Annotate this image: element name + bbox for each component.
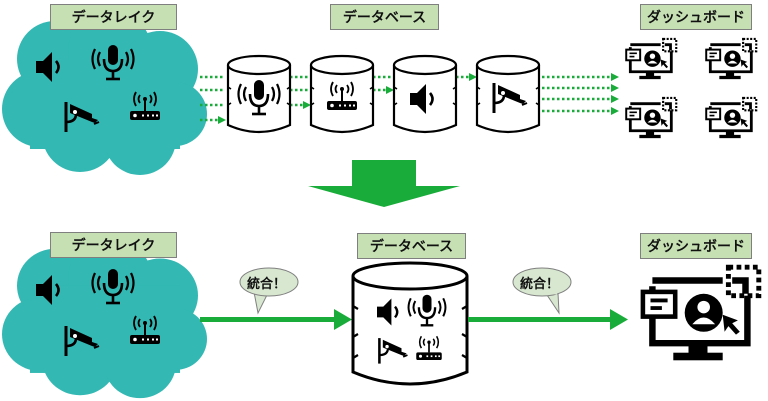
dashboard-monitor <box>624 96 678 140</box>
dashboard-monitor <box>704 96 758 140</box>
data-lake-label-top: データレイク <box>50 4 177 30</box>
dashboard-label-top: ダッシュボード <box>640 4 752 30</box>
integration-arrow-1 <box>200 309 352 330</box>
speech-bubble-1 <box>239 267 299 315</box>
database-cylinder <box>392 54 458 134</box>
dashboard-monitor <box>624 37 678 81</box>
speech-bubble-2-text: 統合！ <box>520 277 560 292</box>
dotted-flow-arrows-lake-to-db <box>200 73 619 124</box>
speech-bubble-1-text: 統合！ <box>247 277 287 292</box>
dashboard-label-bottom: ダッシュボード <box>640 233 752 259</box>
transition-down-arrow <box>308 160 460 207</box>
data-lake-label-bottom: データレイク <box>50 232 177 258</box>
data-lake-cloud-bottom <box>2 238 207 399</box>
dashboard-monitor-large <box>643 267 759 360</box>
database-cylinder-large <box>351 261 469 386</box>
database-cylinder <box>309 54 375 134</box>
database-label-top: データベース <box>330 4 439 30</box>
database-cylinder <box>226 54 292 134</box>
database-cylinder <box>475 54 541 134</box>
speech-bubble-2 <box>512 267 572 315</box>
data-lake-cloud-top <box>2 10 207 175</box>
database-label-bottom: データベース <box>357 233 466 259</box>
integration-arrow-2 <box>468 309 628 330</box>
dashboard-monitor <box>704 37 758 81</box>
